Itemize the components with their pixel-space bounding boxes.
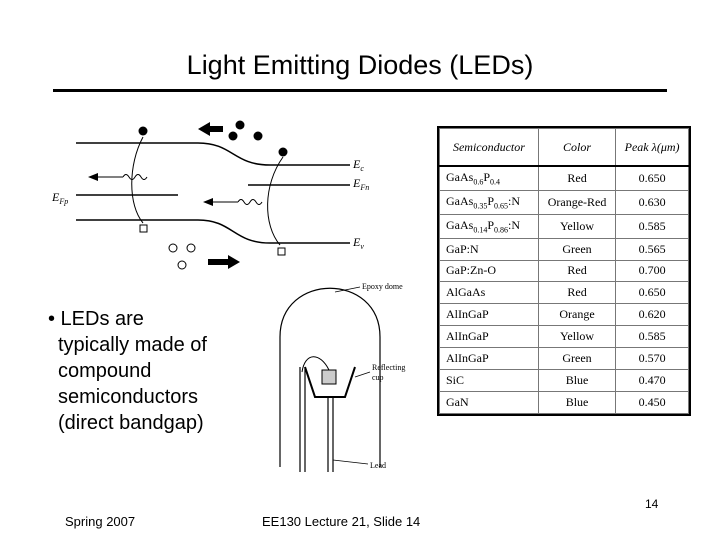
lead-label: Lead <box>370 461 386 470</box>
electron-dot <box>228 131 238 141</box>
lead-pointer <box>332 459 369 465</box>
semiconductor-cell: GaAs0.6P0.4 <box>439 165 539 191</box>
photon-wave <box>122 174 148 180</box>
semiconductor-cell: AlInGaP <box>439 303 539 327</box>
header-peak: Peak λ(μm) <box>615 128 689 167</box>
semiconductor-cell: GaN <box>439 390 539 415</box>
semiconductor-cell: GaAs0.14P0.86:N <box>439 213 539 239</box>
semiconductor-table: Semiconductor Color Peak λ(μm) GaAs0.6P0… <box>437 126 691 416</box>
electron-dot <box>138 126 148 136</box>
efn-label: EFn <box>352 176 369 192</box>
bullet-line: (direct bandgap) <box>58 412 204 434</box>
transition-curve <box>267 156 284 246</box>
bond-wire <box>301 356 330 373</box>
lead-right <box>327 397 334 472</box>
color-cell: Red <box>537 281 617 305</box>
reflecting-cup-label-2: cup <box>372 373 384 382</box>
photon-arrowhead <box>88 173 98 181</box>
semiconductor-cell: GaP:N <box>439 237 539 261</box>
header-color: Color <box>537 128 617 167</box>
footer-date: Spring 2007 <box>65 514 136 529</box>
efp-label: EFp <box>51 190 68 206</box>
peak-cell: 0.700 <box>615 259 689 283</box>
recombination-marker <box>277 247 286 256</box>
peak-cell: 0.650 <box>615 165 689 191</box>
peak-cell: 0.470 <box>615 369 689 392</box>
semiconductor-cell: GaP:Zn-O <box>439 259 539 283</box>
footer-course: EE130 Lecture 21, Slide 14 <box>262 514 421 529</box>
color-cell: Blue <box>537 369 617 392</box>
color-cell: Orange <box>537 303 617 327</box>
color-cell: Green <box>537 347 617 371</box>
cup-pointer <box>354 371 371 378</box>
semiconductor-cell: AlInGaP <box>439 347 539 371</box>
color-cell: Yellow <box>537 213 617 239</box>
epoxy-dome <box>279 287 381 467</box>
reflecting-cup <box>304 366 356 398</box>
hole-flow-arrowhead <box>228 255 240 269</box>
table-header-row: Semiconductor Color Peak λ(μm) <box>439 128 689 167</box>
semiconductor-cell: GaAs0.35P0.65:N <box>439 190 539 215</box>
semiconductor-cell: AlInGaP <box>439 325 539 349</box>
recombination-marker <box>139 224 148 233</box>
page-number: 14 <box>645 497 659 511</box>
peak-cell: 0.450 <box>615 390 689 415</box>
electron-dot <box>235 120 245 130</box>
transition-curve <box>131 136 144 224</box>
slide-title: Light Emitting Diodes (LEDs) <box>186 50 534 80</box>
ec-label: Ec <box>352 157 364 173</box>
led-package-diagram: Epoxy dome Reflecting cup Lead <box>279 282 405 472</box>
bullet-line: compound <box>58 360 152 382</box>
peak-cell: 0.570 <box>615 347 689 371</box>
bullet-line: typically made of <box>58 334 207 356</box>
title-underline <box>53 89 667 92</box>
color-cell: Red <box>537 259 617 283</box>
hole-circle <box>177 260 187 270</box>
ec-band-line <box>76 142 350 166</box>
reflecting-cup-label: Reflecting <box>372 363 405 372</box>
peak-cell: 0.585 <box>615 213 689 239</box>
bullet-line: • LEDs are <box>48 308 144 330</box>
epoxy-dome-label: Epoxy dome <box>362 282 403 291</box>
semiconductor-cell: AlGaAs <box>439 281 539 305</box>
peak-cell: 0.630 <box>615 190 689 215</box>
electron-flow-arrowhead <box>198 122 210 136</box>
electron-dot <box>278 147 288 157</box>
bullet-text: • LEDs are typically made of compound se… <box>48 306 268 436</box>
color-cell: Green <box>537 237 617 261</box>
hole-circle <box>186 243 196 253</box>
lead-left <box>299 367 306 472</box>
photon-wave <box>237 199 263 205</box>
color-cell: Orange-Red <box>537 190 617 215</box>
led-chip <box>321 369 337 385</box>
bullet-line: semiconductors <box>58 386 199 408</box>
header-semiconductor: Semiconductor <box>439 128 539 167</box>
dome-pointer <box>334 286 361 293</box>
peak-cell: 0.565 <box>615 237 689 261</box>
color-cell: Yellow <box>537 325 617 349</box>
hole-circle <box>168 243 178 253</box>
ev-label: Ev <box>352 235 364 251</box>
electron-dot <box>253 131 263 141</box>
color-cell: Red <box>537 165 617 191</box>
ev-band-line <box>76 219 350 244</box>
peak-cell: 0.620 <box>615 303 689 327</box>
band-diagram: Ec EFn EFp Ev <box>51 120 369 270</box>
semiconductor-cell: SiC <box>439 369 539 392</box>
photon-arrowhead <box>203 198 213 206</box>
peak-cell: 0.585 <box>615 325 689 349</box>
peak-cell: 0.650 <box>615 281 689 305</box>
color-cell: Blue <box>537 390 617 415</box>
